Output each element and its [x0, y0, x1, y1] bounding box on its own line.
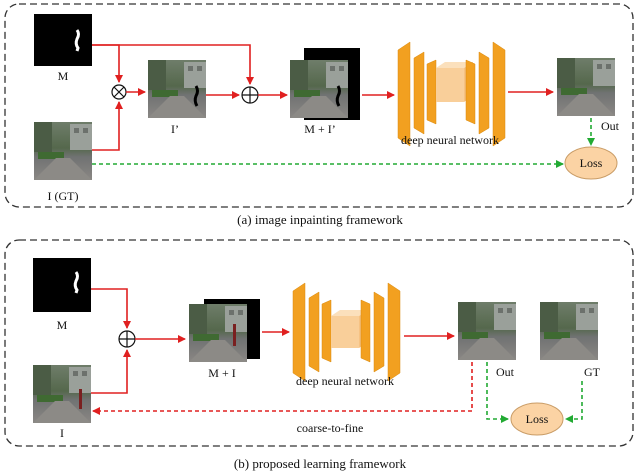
- panel-a-mask-label: M: [58, 69, 69, 83]
- multiply-symbol: [113, 86, 125, 98]
- panel-b-output-label: Out: [496, 365, 515, 379]
- panel-b-add-symbol: [119, 331, 135, 347]
- add-symbol: [242, 87, 258, 103]
- panel-b-output-image: [458, 302, 516, 360]
- panel-a-border: [4, 3, 634, 208]
- panel-b-concat-label: M + I: [208, 366, 235, 380]
- panel-a-output-label: Out: [601, 119, 620, 133]
- panel-b-mask-label: M: [57, 318, 68, 332]
- panel-a-network: [397, 41, 506, 147]
- panel-b-border: [4, 239, 634, 447]
- panel-a-gt-label: I (GT): [48, 189, 79, 203]
- panel-b-feedback-arrow: [92, 362, 473, 415]
- panel-a-caption: (a) image inpainting framework: [237, 212, 403, 227]
- panel-a-flow-arrows: [92, 44, 554, 151]
- panel-b-flow-arrows: [91, 288, 455, 394]
- panel-a-masked-label: I’: [171, 122, 179, 136]
- panel-a-output-image: [557, 58, 615, 116]
- panel-b-concat-image: [189, 299, 260, 362]
- panel-b-caption: (b) proposed learning framework: [234, 456, 407, 471]
- panel-a-masked-image: [148, 60, 206, 118]
- panel-b-loss-node: [510, 402, 564, 436]
- panel-a-concat-label: M + I’: [304, 122, 335, 136]
- panel-a-concat-image: [290, 48, 360, 120]
- panel-b-loss-label: Loss: [526, 412, 549, 426]
- panel-a-loss-node: [564, 146, 618, 180]
- panel-a-loss-label: Loss: [580, 156, 603, 170]
- panel-b-network-label: deep neural network: [296, 374, 394, 388]
- panel-b-feedback-label: coarse-to-fine: [297, 421, 364, 435]
- panel-b-gt-label: GT: [584, 365, 601, 379]
- panel-a-loss-arrows: [92, 118, 595, 168]
- panel-a-network-label: deep neural network: [401, 133, 499, 147]
- panel-b-mask-image: [33, 258, 91, 312]
- panel-a-mask-image: [34, 14, 92, 66]
- panel-b-image-label: I: [60, 426, 64, 440]
- panel-b-input-image: [33, 365, 91, 423]
- panel-b-gt-image: [540, 302, 598, 360]
- panel-b-loss-arrows: [486, 362, 583, 423]
- panel-a-gt-image: [34, 122, 92, 180]
- panel-b-network: [292, 282, 401, 382]
